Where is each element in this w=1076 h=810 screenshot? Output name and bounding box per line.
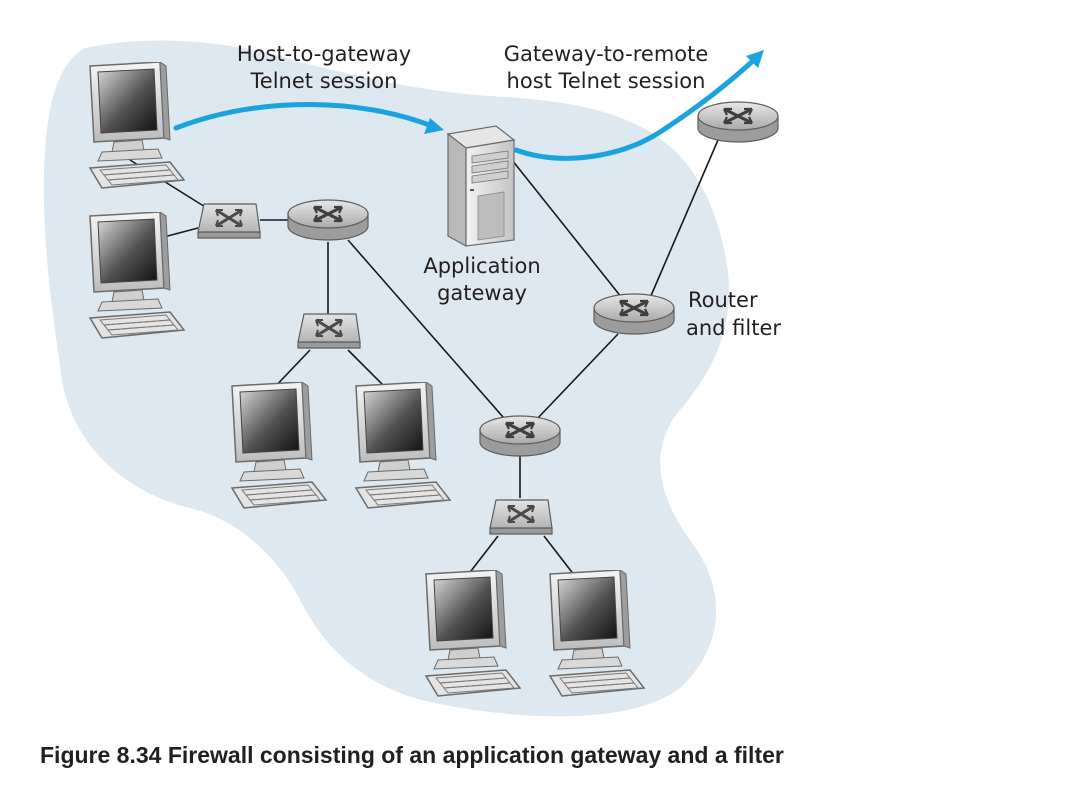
gateway-to-remote-label-line1: Gateway-to-remote bbox=[504, 42, 709, 66]
host-to-gateway-label-line2: Telnet session bbox=[250, 69, 398, 93]
router-icon bbox=[696, 100, 780, 144]
app-gateway-label-line1: Application bbox=[423, 254, 540, 278]
switch-icon bbox=[488, 498, 554, 536]
network-links bbox=[129, 139, 719, 581]
router-icon bbox=[478, 414, 562, 458]
session-arrow-icon bbox=[173, 102, 444, 134]
switch-icon bbox=[296, 312, 362, 350]
gateway-to-remote-label-line2: host Telnet session bbox=[507, 69, 706, 93]
host-to-gateway-label-line1: Host-to-gateway bbox=[237, 42, 411, 66]
session-arrow-icon bbox=[513, 50, 764, 161]
figure-caption: Figure 8.34 Firewall consisting of an ap… bbox=[40, 742, 784, 768]
server-icon bbox=[446, 125, 516, 248]
app-gateway-label-line2: gateway bbox=[437, 281, 527, 305]
router-icon bbox=[286, 198, 370, 242]
router-filter-icon bbox=[592, 292, 676, 336]
router-filter-label-line2: and filter bbox=[686, 316, 781, 340]
switch-icon bbox=[196, 202, 262, 240]
router-filter-label-line1: Router bbox=[688, 288, 758, 312]
